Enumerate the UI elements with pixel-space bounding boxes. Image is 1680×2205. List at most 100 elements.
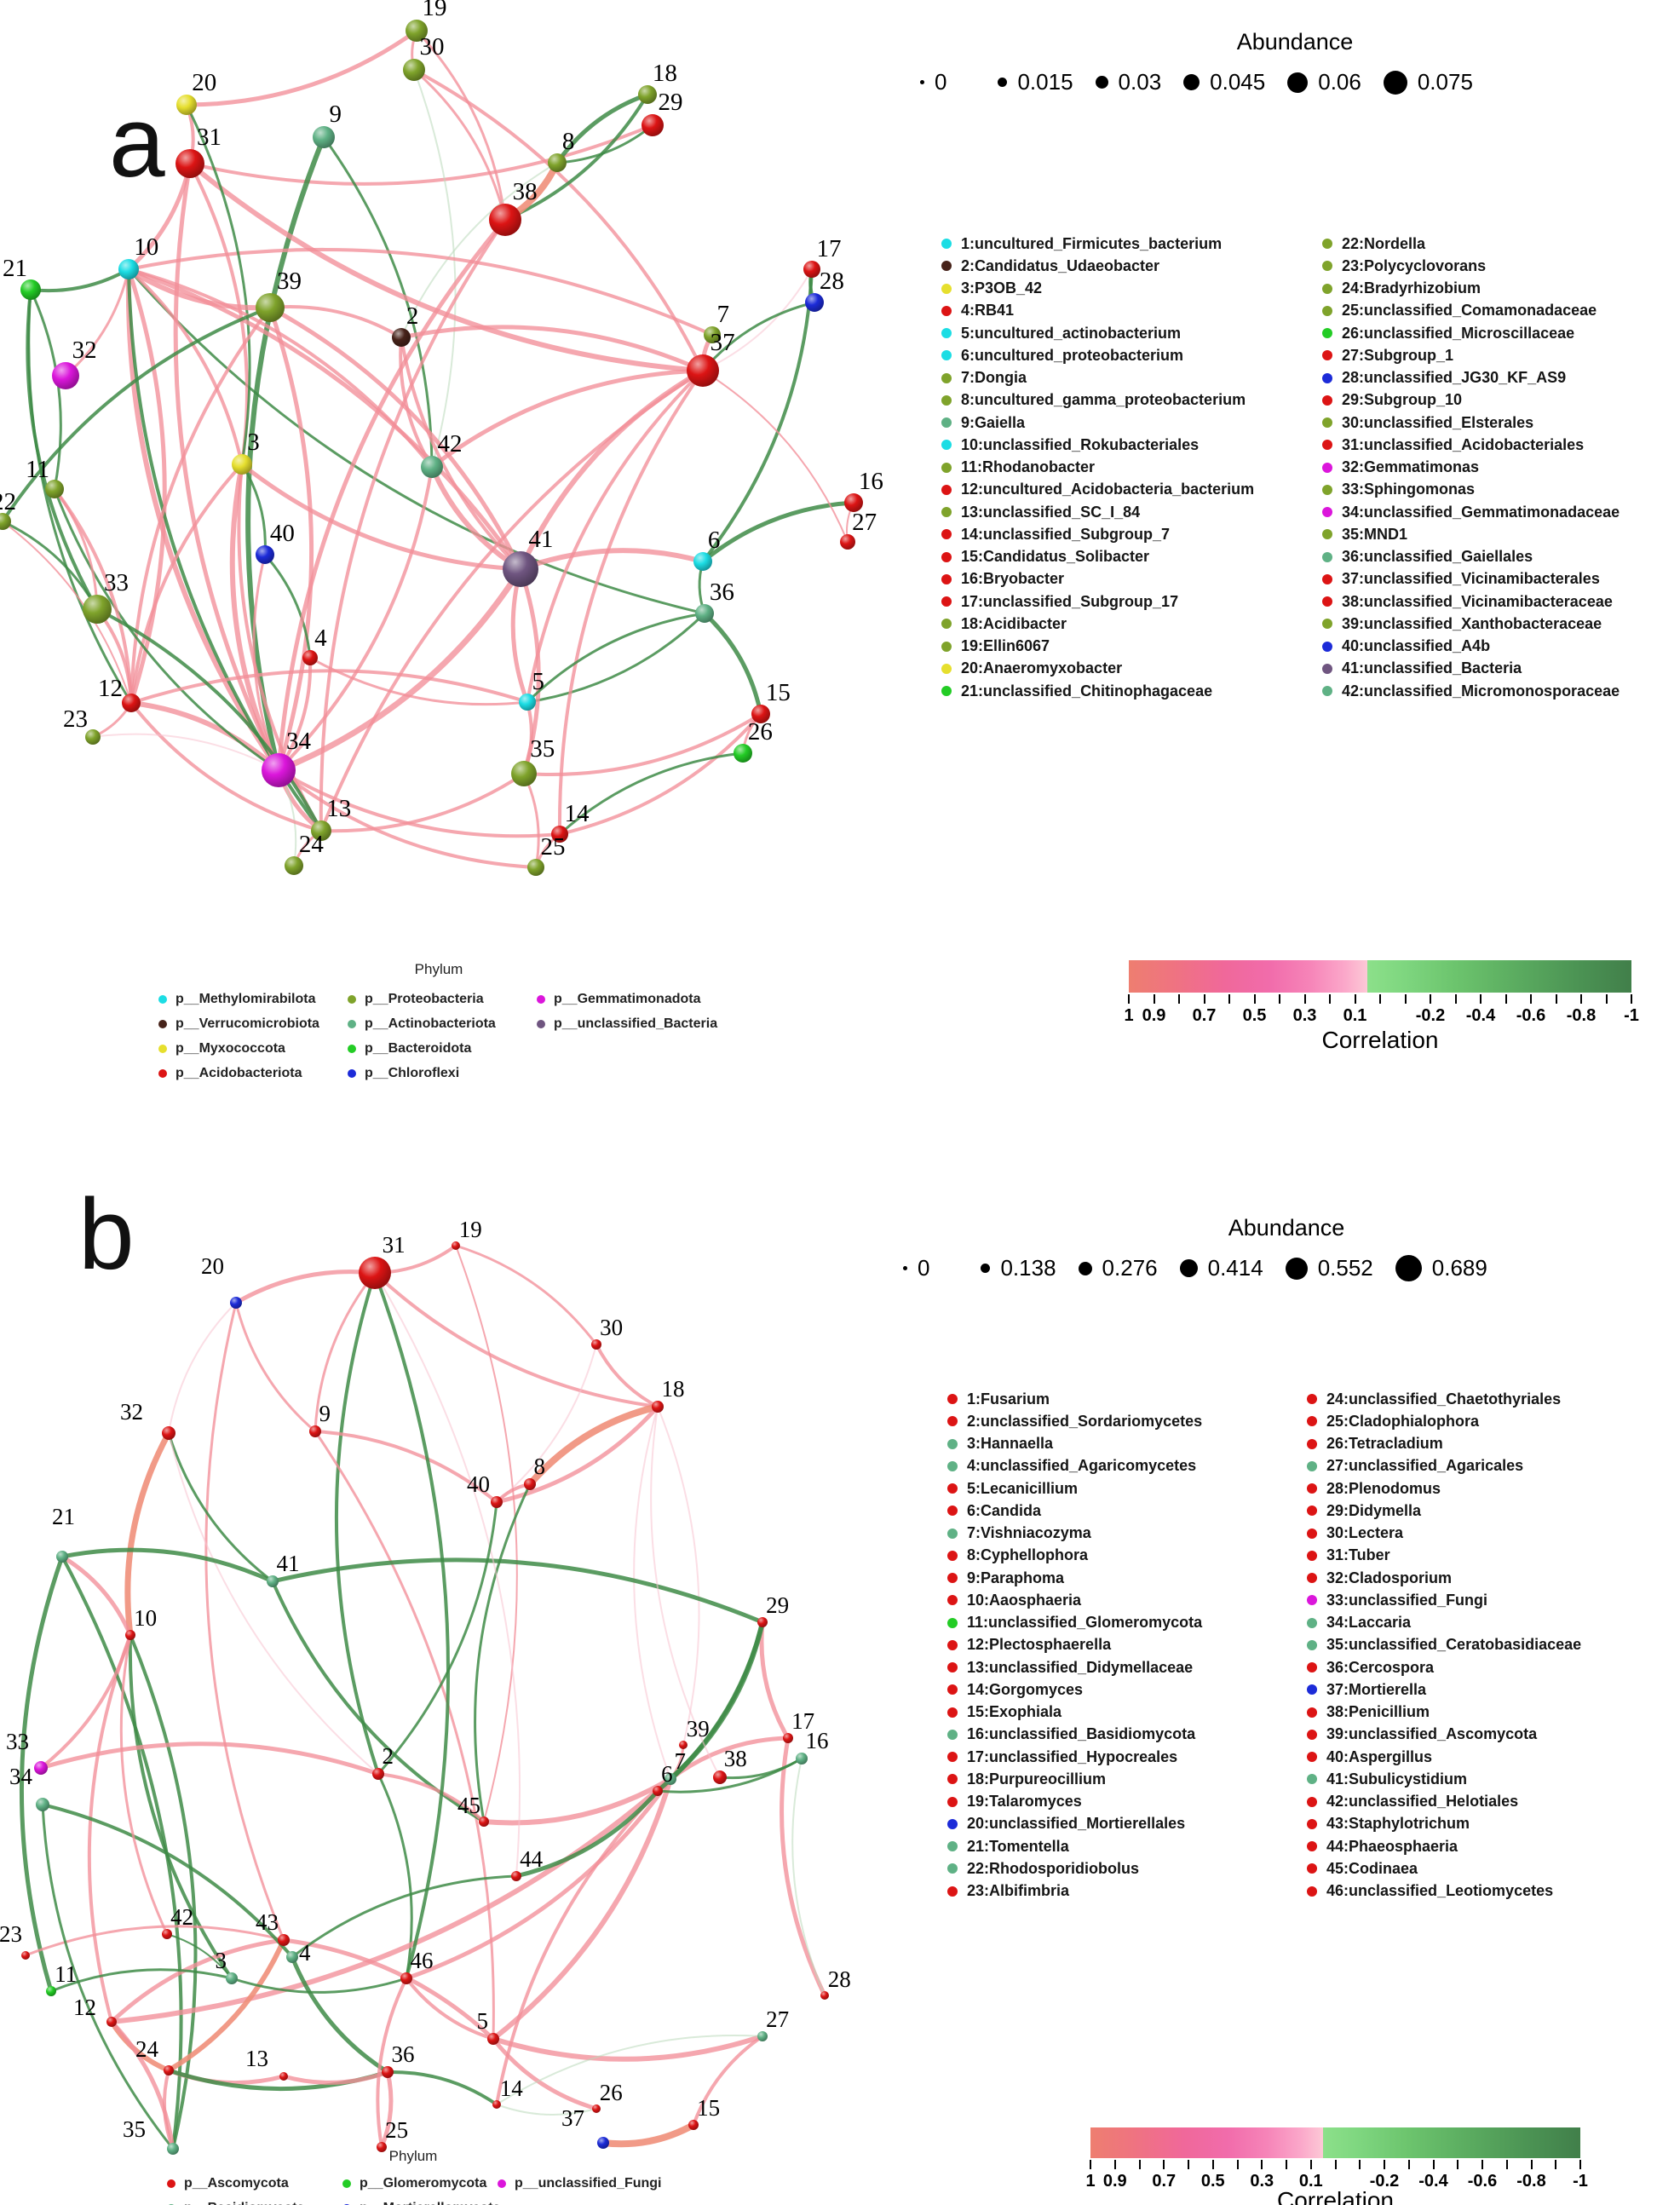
edge-34-12 [129, 700, 281, 773]
taxa-legend-item: 9:Gaiella [941, 412, 1254, 434]
edge-33-13 [95, 607, 323, 832]
taxa-color-dot [1322, 328, 1332, 339]
node-label-18: 18 [661, 1376, 684, 1402]
taxa-color-dot [1307, 1885, 1317, 1897]
taxa-legend-item: 46:unclassified_Leotiomycetes [1307, 1880, 1581, 1903]
taxa-legend-item: 34:Laccaria [1307, 1612, 1581, 1634]
taxa-color-dot [1307, 1796, 1317, 1807]
edge-41-45 [271, 1580, 486, 1823]
colorbar-tick-label: -0.2 [1369, 2172, 1400, 2191]
colorbar-tick [1228, 994, 1230, 1004]
edge-3-12 [129, 463, 244, 705]
node-32 [52, 362, 79, 389]
taxa-color-dot [941, 507, 952, 518]
edge-29-6 [655, 1620, 765, 1793]
edge-21-11 [29, 288, 62, 491]
taxa-color-dot [1307, 1573, 1317, 1584]
taxa-legend-item: 5:uncultured_actinobacterium [941, 322, 1254, 344]
abundance-value: 0.045 [1210, 69, 1266, 95]
edge-30-42 [413, 69, 457, 468]
node-22 [0, 513, 11, 530]
node-15 [688, 2120, 699, 2130]
taxa-label: 39:unclassified_Ascomycota [1326, 1725, 1538, 1743]
taxa-color-dot [1322, 573, 1332, 584]
taxa-color-dot [947, 1573, 958, 1584]
taxa-label: 9:Paraphoma [967, 1569, 1065, 1586]
taxa-label: 10:unclassified_Rokubacteriales [961, 435, 1200, 453]
taxa-color-dot [1307, 1528, 1317, 1539]
edge-43-12 [109, 1937, 286, 2024]
taxa-color-dot [1322, 462, 1332, 473]
colorbar-tick [1359, 2160, 1361, 2169]
taxa-color-dot [941, 261, 952, 272]
taxa-legend-item: 20:unclassified_Mortierellales [947, 1813, 1202, 1835]
taxa-label: 31:unclassified_Acidobacteriales [1342, 435, 1585, 453]
edge-42-37 [429, 368, 705, 469]
colorbar-tick [1334, 2160, 1337, 2169]
edge-42-3 [166, 1933, 233, 1979]
node-label-10: 10 [134, 233, 158, 261]
edge-8-2 [400, 162, 558, 338]
taxa-label: 9:Gaiella [961, 413, 1026, 431]
colorbar-tick-label: 0.1 [1343, 1006, 1367, 1025]
taxa-legend-item: 29:Subgroup_10 [1322, 389, 1620, 412]
taxa-label: 15:Candidatus_Solibacter [961, 548, 1150, 566]
node-41 [267, 1575, 279, 1587]
phylum-label: p__Proteobacteria [365, 991, 484, 1006]
colorbar-tick [1505, 994, 1507, 1004]
taxa-label: 4:unclassified_Agaricomycetes [967, 1457, 1197, 1475]
taxa-legend-item: 8:uncultured_gamma_proteobacterium [941, 389, 1254, 412]
phylum-label: p__Acidobacteriota [175, 1065, 302, 1080]
edge-33-22 [1, 520, 99, 611]
taxa-color-dot [947, 1394, 958, 1405]
phylum-label: p__Actinobacteriota [365, 1016, 496, 1031]
taxa-color-dot [1322, 417, 1332, 429]
taxa-legend-item: 25:unclassified_Comamonadaceae [1322, 300, 1620, 322]
node-label-42: 42 [438, 430, 463, 458]
abundance-size-dot [1078, 1261, 1092, 1275]
taxa-label: 33:unclassified_Fungi [1326, 1591, 1488, 1609]
edge-8-45 [474, 1482, 532, 1823]
colorbar-tick [1530, 2160, 1533, 2169]
abundance-item: 0.03 [1095, 69, 1161, 95]
colorbar-tick [1128, 994, 1130, 1004]
edge-21-11 [19, 1554, 65, 1994]
taxa-color-dot [1322, 305, 1332, 316]
edge-20-31 [233, 1269, 377, 1305]
taxa-legend-item: 28:unclassified_JG30_KF_AS9 [1322, 367, 1620, 389]
taxa-label: 26:unclassified_Microscillaceae [1342, 324, 1575, 342]
node-label-20: 20 [201, 1253, 224, 1279]
node-16 [844, 493, 863, 512]
node-8 [524, 1478, 536, 1490]
edge-9-34 [245, 135, 326, 773]
taxa-label: 38:Penicillium [1326, 1703, 1430, 1721]
node-23 [21, 1951, 30, 1960]
edge-12-13 [129, 701, 323, 832]
taxa-label: 13:unclassified_Didymellaceae [967, 1658, 1194, 1676]
colorbar-tick-label: -0.6 [1467, 2172, 1498, 2191]
edge-41-34 [275, 566, 524, 774]
taxa-label: 28:Plenodomus [1326, 1479, 1441, 1497]
colorbar-tick-label: -0.8 [1566, 1006, 1597, 1025]
taxa-label: 16:Bryobacter [961, 570, 1065, 588]
node-label-39: 39 [687, 1716, 710, 1742]
taxa-color-dot [941, 440, 952, 451]
edge-10-12 [126, 267, 167, 705]
edge-30-18 [595, 1343, 659, 1408]
node-38 [713, 1770, 727, 1784]
colorbar-tick-label: 0.9 [1142, 1006, 1166, 1025]
node-label-24: 24 [135, 2036, 159, 2062]
edge-36-14 [386, 2070, 498, 2106]
node-13 [311, 820, 331, 841]
phylum-color-dot [158, 1044, 167, 1053]
node-12 [122, 694, 141, 712]
node-label-23: 23 [0, 1921, 22, 1947]
taxa-legend-item: 2:Candidatus_Udaeobacter [941, 255, 1254, 277]
node-label-8: 8 [533, 1454, 545, 1479]
taxa-color-dot [941, 283, 952, 294]
phylum-label: p__Myxococcota [175, 1040, 285, 1056]
taxa-legend-item: 34:unclassified_Gemmatimonadaceae [1322, 501, 1620, 523]
taxa-legend-item: 1:Fusarium [947, 1388, 1202, 1410]
taxa-color-dot [941, 619, 952, 630]
